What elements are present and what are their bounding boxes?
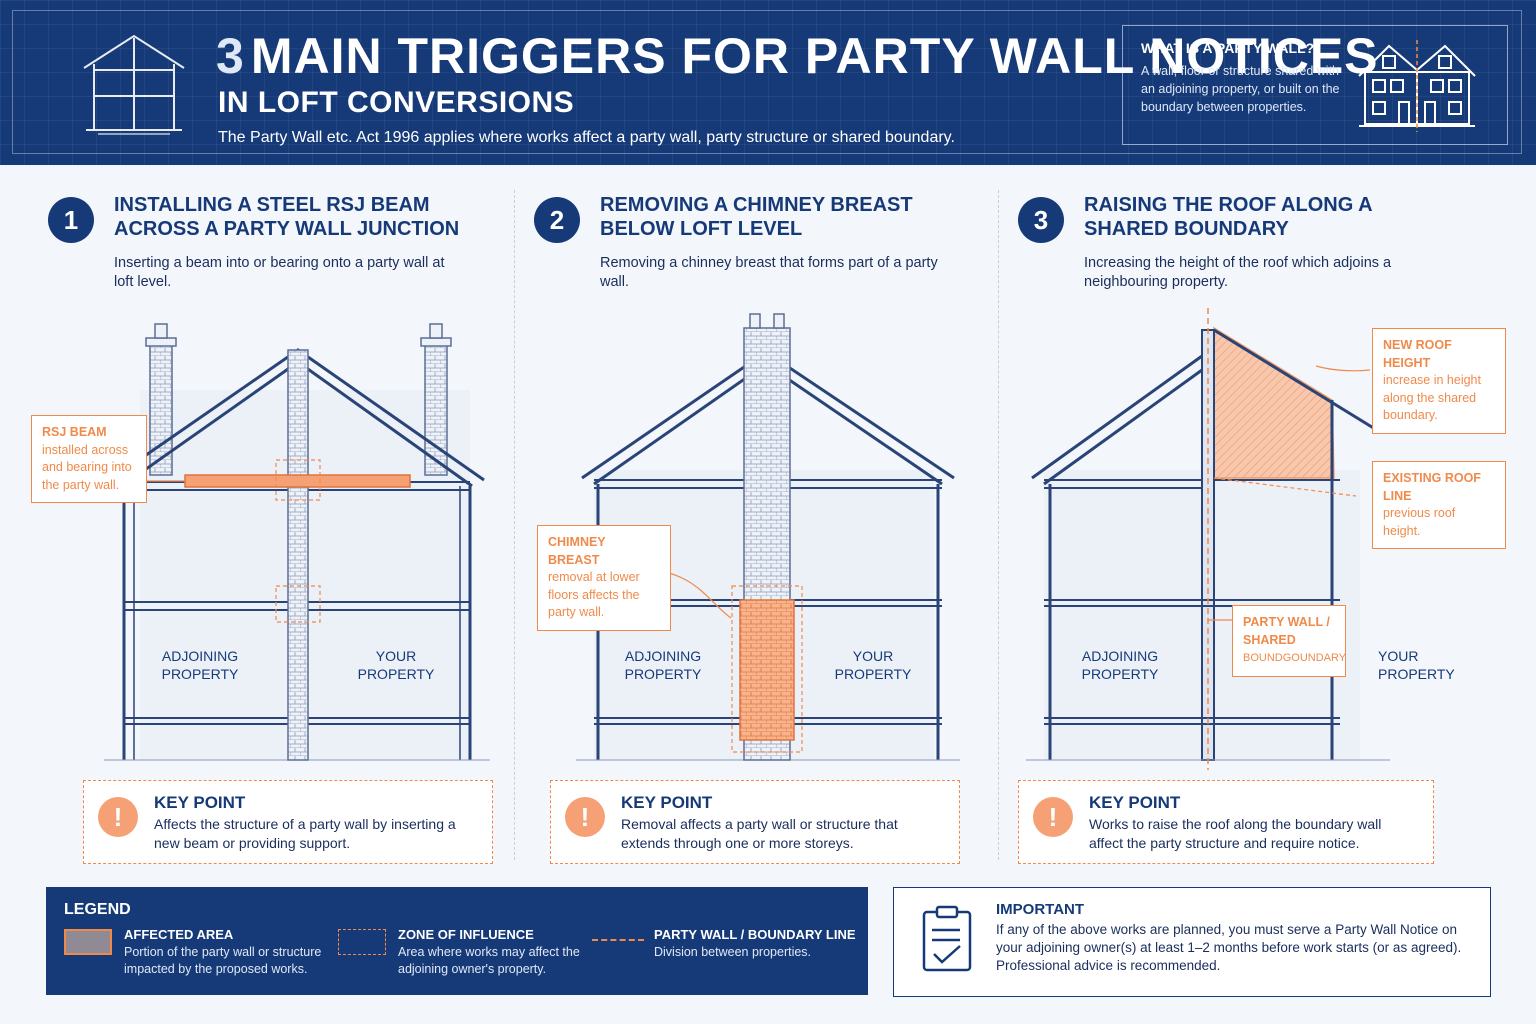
panel-rsj-beam: 1 INSTALLING A STEEL RSJ BEAM ACROSS A P… (0, 165, 493, 877)
party-wall (1201, 329, 1215, 761)
legend-desc: Portion of the party wall or structure i… (124, 945, 322, 976)
exclamation-icon: ! (1033, 797, 1073, 837)
page-subtitle: IN LOFT CONVERSIONS (218, 86, 575, 119)
raised-roof-diagram (1026, 308, 1390, 770)
panel-title: RAISING THE ROOF ALONG A SHARED BOUNDARY (1084, 194, 1372, 240)
your-property-label: YOUR PROPERTY (834, 648, 912, 682)
key-point-text: Affects the structure of a party wall by… (154, 816, 456, 851)
title-number: 3 (216, 28, 245, 84)
legend-name: AFFECTED AREA (124, 927, 234, 942)
panel-description: Increasing the height of the roof which … (1084, 255, 1392, 290)
existing-roof-line (1213, 477, 1357, 497)
legend-desc: Division between properties. (654, 945, 812, 959)
key-point-text: Removal affects a party wall or structur… (621, 816, 898, 851)
panel-divider (998, 190, 999, 860)
key-point-box: ! KEY POINT Affects the structure of a p… (83, 780, 493, 864)
panel-divider (514, 190, 515, 860)
key-point-text: Works to raise the roof along the bounda… (1089, 816, 1382, 851)
page-description: The Party Wall etc. Act 1996 applies whe… (218, 129, 955, 146)
your-property-label: YOUR PROPERTY (1378, 648, 1455, 682)
callout-new-roof-height: NEW ROOF HEIGHT increase in height along… (1372, 328, 1506, 434)
callout-party-wall-boundary: PARTY WALL / SHARED BOUNDGOUNDARY (1232, 605, 1346, 677)
step-number-badge: 3 (1018, 197, 1064, 243)
callout-title: RSJ BEAM (42, 425, 107, 439)
what-is-party-wall-box: WHAT IS A PARTY WALL? A wall, floor or s… (1122, 25, 1508, 145)
left-chimney (149, 344, 173, 476)
key-point-box: ! KEY POINT Works to raise the roof alon… (1018, 780, 1434, 864)
header-frame (12, 10, 1522, 154)
callout-chimney-breast: CHIMNEY BREAST removal at lower floors a… (537, 525, 671, 631)
panel-description: Inserting a beam into or bearing onto a … (114, 255, 445, 290)
legend-swatch-affected (64, 929, 112, 955)
callout-rsj-beam: RSJ BEAM installed across and bearing in… (31, 415, 147, 503)
legend-desc: Area where works may affect the adjoinin… (398, 945, 580, 976)
callout-title: CHIMNEY BREAST (548, 535, 606, 567)
step-number-badge: 1 (48, 197, 94, 243)
callout-existing-roof-line: EXISTING ROOF LINE previous roof height. (1372, 461, 1506, 549)
callout-text: removal at lower floors affects the part… (548, 570, 640, 619)
what-is-text: A wall, floor or structure shared with a… (1141, 64, 1340, 114)
key-point-title: KEY POINT (1089, 793, 1181, 812)
zone-of-influence (731, 585, 803, 753)
callout-text: previous roof height. (1383, 506, 1456, 538)
adjoining-property-label: ADJOINING PROPERTY (624, 648, 702, 682)
important-title: IMPORTANT (996, 901, 1085, 918)
title-main: MAIN TRIGGERS FOR PARTY WALL NOTICES (250, 28, 1379, 84)
important-box: IMPORTANT If any of the above works are … (893, 887, 1491, 997)
callout-title: EXISTING ROOF LINE (1383, 471, 1481, 503)
legend-swatch-boundary (592, 939, 644, 941)
raised-roof-affected (1213, 326, 1335, 479)
panel-raising-roof: 3 RAISING THE ROOF ALONG A SHARED BOUNDA… (970, 165, 1506, 877)
adjoining-property-label: ADJOINING PROPERTY (161, 648, 239, 682)
legend-title: LEGEND (64, 901, 131, 918)
panel-description: Removing a chinney breast that forms par… (600, 255, 938, 290)
key-point-title: KEY POINT (621, 793, 713, 812)
legend-swatch-zone (338, 929, 386, 955)
rsj-beam-affected (184, 474, 411, 488)
callout-text: BOUNDGOUNDARY (1243, 652, 1347, 664)
exclamation-icon: ! (98, 797, 138, 837)
chimney-breast-affected (739, 599, 795, 741)
your-property-label: YOUR PROPERTY (357, 648, 435, 682)
callout-text: installed across and bearing into the pa… (42, 442, 132, 492)
adjoining-property-label: ADJOINING PROPERTY (1081, 648, 1159, 682)
key-point-box: ! KEY POINT Removal affects a party wall… (550, 780, 960, 864)
panel-title: REMOVING A CHIMNEY BREAST BELOW LOFT LEV… (600, 194, 913, 240)
rsj-beam-diagram (104, 323, 490, 761)
legend-name: PARTY WALL / BOUNDARY LINE (654, 927, 856, 942)
key-point-title: KEY POINT (154, 793, 246, 812)
legend-box: LEGEND AFFECTED AREA Portion of the part… (46, 887, 868, 995)
callout-text: increase in height along the shared boun… (1383, 373, 1481, 422)
what-is-title: WHAT IS A PARTY WALL? (1141, 40, 1315, 56)
exclamation-icon: ! (565, 797, 605, 837)
callout-title: NEW ROOF HEIGHT (1383, 338, 1452, 370)
panel-chimney-breast: 2 REMOVING A CHIMNEY BREAST BELOW LOFT L… (486, 165, 970, 877)
step-number-badge: 2 (534, 197, 580, 243)
semi-detached-house-icon (1358, 40, 1476, 132)
legend-name: ZONE OF INFLUENCE (398, 927, 534, 942)
important-text: If any of the above works are planned, y… (996, 922, 1462, 973)
panel-title: INSTALLING A STEEL RSJ BEAM ACROSS A PAR… (114, 194, 460, 240)
house-section-icon (83, 34, 185, 135)
callout-title: PARTY WALL / SHARED (1243, 615, 1330, 647)
clipboard-checklist-icon (922, 905, 972, 972)
party-wall (287, 349, 309, 761)
zone-of-influence (275, 459, 321, 501)
